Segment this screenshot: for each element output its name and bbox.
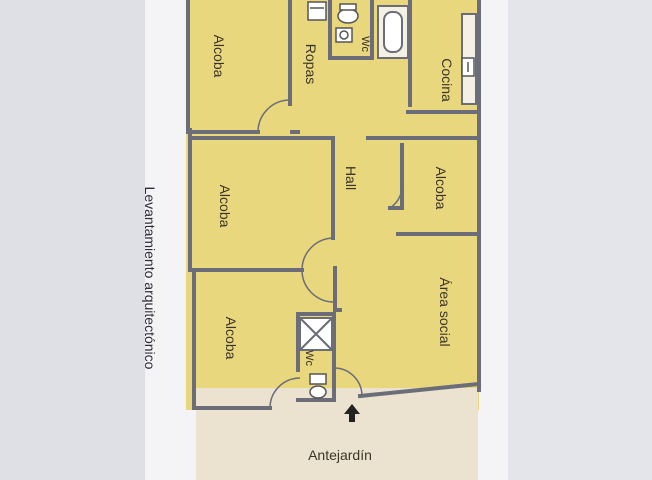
walls — [186, 0, 482, 410]
room-label-alcoba-right: Alcoba — [433, 167, 449, 210]
toilet-icon — [337, 3, 359, 24]
room-label-wc-top: Wc — [359, 36, 371, 52]
door-swings — [257, 99, 404, 409]
front-garden — [196, 388, 478, 480]
room-label-antejardin: Antejardín — [308, 447, 372, 463]
room-label-alcoba-top: Alcoba — [211, 35, 227, 78]
room-label-cocina: Cocina — [439, 58, 455, 102]
room-label-alcoba-bottom: Alcoba — [223, 317, 239, 360]
page-left-shade — [0, 0, 145, 480]
room-label-ropas: Ropas — [303, 44, 319, 84]
entrance-arrow-icon — [344, 404, 360, 422]
stove-icon — [461, 57, 475, 77]
page-right-shade — [508, 0, 652, 480]
room-label-wc-bottom: Wc — [303, 350, 315, 366]
room-label-hall: Hall — [343, 166, 359, 190]
sink-icon — [335, 27, 353, 43]
plan-caption: Levantamiento arquitectónico — [142, 186, 158, 370]
room-label-area-social: Área social — [437, 277, 453, 346]
room-label-alcoba-center: Alcoba — [217, 185, 233, 228]
toilet-icon-bottom — [309, 373, 327, 399]
washer-icon — [307, 1, 327, 21]
